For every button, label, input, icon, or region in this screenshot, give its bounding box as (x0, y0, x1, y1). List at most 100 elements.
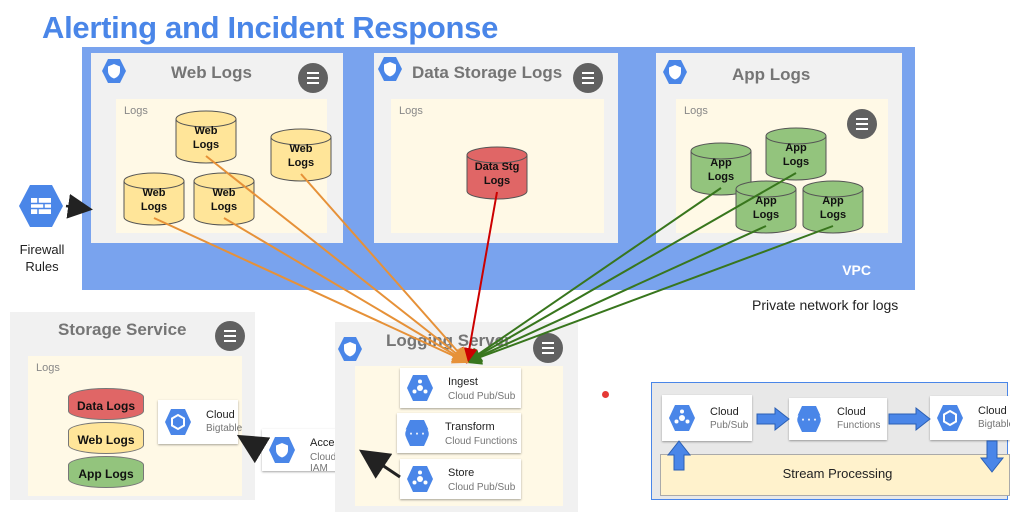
shield-icon (378, 57, 402, 81)
logging-server-panel: Logging Server Ingest Cloud Pub/Sub (···… (335, 322, 578, 512)
storage-service-area-label: Logs (36, 362, 60, 374)
log-line2: Logs (782, 156, 810, 168)
stream-processing-bar (660, 454, 1010, 496)
stream-arrow-right-2 (888, 406, 931, 432)
store-sub: Cloud Pub/Sub (448, 482, 516, 493)
pubsub-icon (669, 405, 695, 431)
bigtable-icon (165, 409, 191, 435)
log-line2: Logs (287, 157, 315, 169)
log-line1: Web (142, 187, 166, 199)
log-line2: Logs (210, 201, 238, 213)
log-line2: Logs (483, 175, 511, 187)
web-logs-store: Web Logs (68, 422, 144, 454)
vpc-note: Private network for logs (752, 297, 899, 313)
shield-icon (663, 60, 687, 84)
transform-name: Transform (445, 421, 495, 433)
pubsub-icon (407, 375, 433, 401)
stream-bigtable-card: Cloud Bigtable (930, 396, 1010, 440)
stream-arrow-right-1 (756, 406, 790, 432)
list-icon (298, 63, 328, 93)
log-line1: App (785, 142, 807, 154)
data-log-arrow (461, 191, 498, 364)
access-sub: Cloud IAM (310, 452, 337, 474)
store-step: Store Cloud Pub/Sub (400, 459, 521, 499)
web-logs-title: Web Logs (171, 63, 252, 82)
bigtable-card: Cloud Bigtable (158, 400, 242, 444)
svg-text:(···): (···) (795, 415, 823, 426)
web-log-arrow (205, 155, 469, 364)
app-log-arrow (465, 225, 767, 364)
list-icon (573, 63, 603, 93)
web-logs-area-label: Logs (124, 105, 148, 117)
stream-pubsub-card: Cloud Pub/Sub (662, 395, 752, 441)
iam-icon (269, 437, 295, 463)
store-name: Store (448, 467, 475, 479)
stream-pubsub-name: Cloud (710, 406, 739, 418)
shield-icon (102, 59, 126, 83)
log-line2: Logs (752, 209, 780, 221)
stream-arrow-down (979, 440, 1005, 473)
ingest-sub: Cloud Pub/Sub (448, 391, 516, 402)
functions-icon: (···) (795, 406, 823, 432)
log-line1: Data Stg (474, 161, 520, 173)
data-logs-store: Data Logs (68, 388, 144, 420)
log-line1: Web (289, 143, 313, 155)
vpc-label: VPC (842, 262, 871, 278)
web-log-arrow (153, 217, 469, 364)
log-line1: App (822, 195, 844, 207)
bigtable-icon (937, 405, 963, 431)
transform-sub: Cloud Functions (445, 436, 518, 447)
stream-functions-card: (···) Cloud Functions (789, 398, 887, 440)
log-line1: App (710, 157, 732, 169)
stream-functions-sub: Functions (837, 420, 881, 431)
list-icon (215, 321, 245, 351)
app-logs-area-label: Logs (684, 105, 708, 117)
log-line1: App (755, 195, 777, 207)
ingest-step: Ingest Cloud Pub/Sub (400, 368, 521, 408)
app-logs-store: App Logs (68, 456, 144, 488)
app-log-arrow (465, 187, 722, 364)
pointer-dot (602, 391, 609, 398)
data-storage-logs-area-label: Logs (399, 105, 423, 117)
svg-text:(···): (···) (403, 429, 431, 440)
firewall-arrow (65, 193, 93, 219)
firewall-label-line2: Rules (25, 259, 59, 274)
data-storage-logs-title: Data Storage Logs (412, 63, 563, 82)
log-line2: Logs (192, 139, 220, 151)
bigtable-name: Cloud (206, 409, 235, 421)
stream-bigtable-name: Cloud (978, 405, 1007, 417)
store-to-access-arrow (359, 449, 401, 479)
firewall-icon (19, 185, 63, 227)
list-icon (533, 333, 563, 363)
functions-icon: (···) (403, 420, 431, 446)
firewall-label-line1: Firewall (19, 242, 65, 257)
storage-service-area: Logs Data Logs Web Logs App Logs Cloud B… (28, 356, 242, 496)
shield-icon (338, 337, 362, 361)
stream-functions-name: Cloud (837, 406, 866, 418)
log-line2: Logs (819, 209, 847, 221)
storage-service-title: Storage Service (58, 320, 187, 339)
log-line2: Logs (140, 201, 168, 213)
stream-arrow-up (666, 440, 692, 471)
stream-processing-label: Stream Processing (782, 466, 893, 481)
log-line2: Logs (707, 171, 735, 183)
list-icon (847, 109, 877, 139)
web-log-arrow (223, 217, 469, 364)
bigtable-sub: Bigtable (206, 423, 243, 434)
pubsub-icon (407, 466, 433, 492)
app-log-arrow (465, 225, 834, 365)
app-logs-title: App Logs (732, 65, 811, 84)
stream-bigtable-sub: Bigtable (978, 419, 1010, 430)
app-log-arrow (465, 172, 797, 363)
web-log-arrow (300, 173, 469, 364)
storage-service-panel: Storage Service Logs Data Logs Web Logs … (10, 312, 255, 500)
log-line1: Web (194, 125, 218, 137)
